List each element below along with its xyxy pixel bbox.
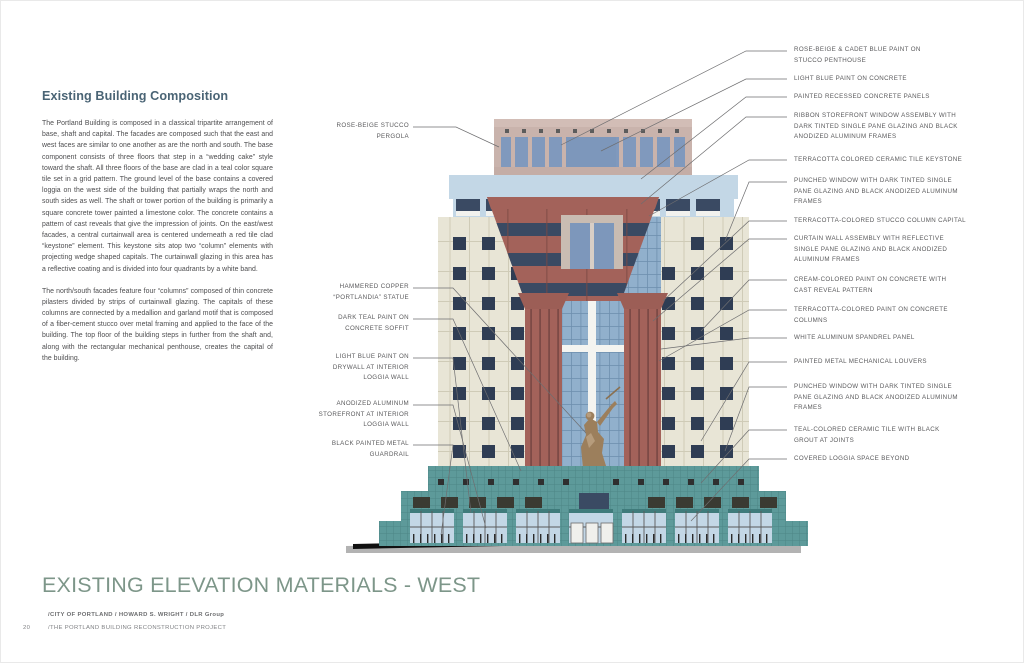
panel-paragraph-1: The Portland Building is composed in a c… bbox=[42, 120, 273, 273]
page-number: 20 bbox=[23, 625, 31, 631]
credit-line-team: /CITY OF PORTLAND / HOWARD S. WRIGHT / D… bbox=[48, 612, 225, 618]
portlandia-statue bbox=[577, 386, 621, 471]
annotation-recessed-panels: PAINTED RECESSED CONCRETE PANELS bbox=[794, 93, 930, 100]
loggia-bays bbox=[410, 509, 772, 544]
annotation-spandrel-panel: WHITE ALUMINUM SPANDREL PANEL bbox=[794, 334, 915, 341]
annotation-terracotta-columns: TERRACOTTA-COLORED PAINT ON CONCRETE COL… bbox=[794, 306, 948, 324]
annotation-cream-concrete: CREAM-COLORED PAINT ON CONCRETE WITH CAS… bbox=[794, 276, 947, 294]
annotation-anodized-storefront: ANODIZED ALUMINUM STOREFRONT AT INTERIOR… bbox=[318, 400, 409, 429]
annotation-black-guardrail: BLACK PAINTED METAL GUARDRAIL bbox=[331, 440, 409, 458]
annotation-column-capital: TERRACOTTA-COLORED STUCCO COLUMN CAPITAL bbox=[794, 217, 966, 224]
annotation-stucco-penthouse: ROSE-BEIGE & CADET BLUE PAINT ON STUCCO … bbox=[794, 46, 921, 64]
annotation-punched-window-upper: PUNCHED WINDOW WITH DARK TINTED SINGLE P… bbox=[794, 177, 958, 206]
annotation-mechanical-louvers: PAINTED METAL MECHANICAL LOUVERS bbox=[794, 358, 927, 365]
covered-loggia bbox=[410, 509, 772, 544]
annotation-ribbon-storefront: RIBBON STOREFRONT WINDOW ASSEMBLY WITH D… bbox=[794, 112, 958, 141]
annotation-teal-ceramic-tile: TEAL-COLORED CERAMIC TILE WITH BLACK GRO… bbox=[794, 426, 940, 444]
ribbon-storefront-center bbox=[561, 215, 623, 269]
annotation-light-blue-drywall: LIGHT BLUE PAINT ON DRYWALL AT INTERIOR … bbox=[332, 353, 409, 382]
sheet-title: EXISTING ELEVATION MATERIALS - WEST bbox=[42, 573, 481, 597]
sheet-title-block: EXISTING ELEVATION MATERIALS - WEST bbox=[42, 573, 480, 598]
annotation-curtain-wall: CURTAIN WALL ASSEMBLY WITH REFLECTIVE SI… bbox=[794, 235, 948, 264]
credit-line-project: /THE PORTLAND BUILDING RECONSTRUCTION PR… bbox=[48, 625, 227, 631]
annotation-punched-window-lower: PUNCHED WINDOW WITH DARK TINTED SINGLE P… bbox=[794, 383, 958, 412]
penthouse-colonnade bbox=[501, 137, 685, 167]
annotation-light-blue-concrete: LIGHT BLUE PAINT ON CONCRETE bbox=[794, 75, 907, 82]
annotation-keystone-tile: TERRACOTTA COLORED CERAMIC TILE KEYSTONE bbox=[794, 156, 963, 163]
panel-heading: Existing Building Composition bbox=[42, 89, 229, 103]
stucco-penthouse bbox=[494, 119, 692, 175]
existing-building-composition-panel: Existing Building Composition The Portla… bbox=[42, 89, 273, 375]
annotation-portlandia-statue: HAMMERED COPPER “PORTLANDIA” STATUE bbox=[333, 283, 409, 301]
annotation-dark-teal-soffit: DARK TEAL PAINT ON CONCRETE SOFFIT bbox=[338, 314, 409, 332]
panel-paragraph-2: The north/south facades feature four “co… bbox=[42, 287, 273, 362]
annotation-pergola: ROSE-BEIGE STUCCO PERGOLA bbox=[336, 122, 409, 140]
annotation-covered-loggia: COVERED LOGGIA SPACE BEYOND bbox=[794, 455, 910, 462]
